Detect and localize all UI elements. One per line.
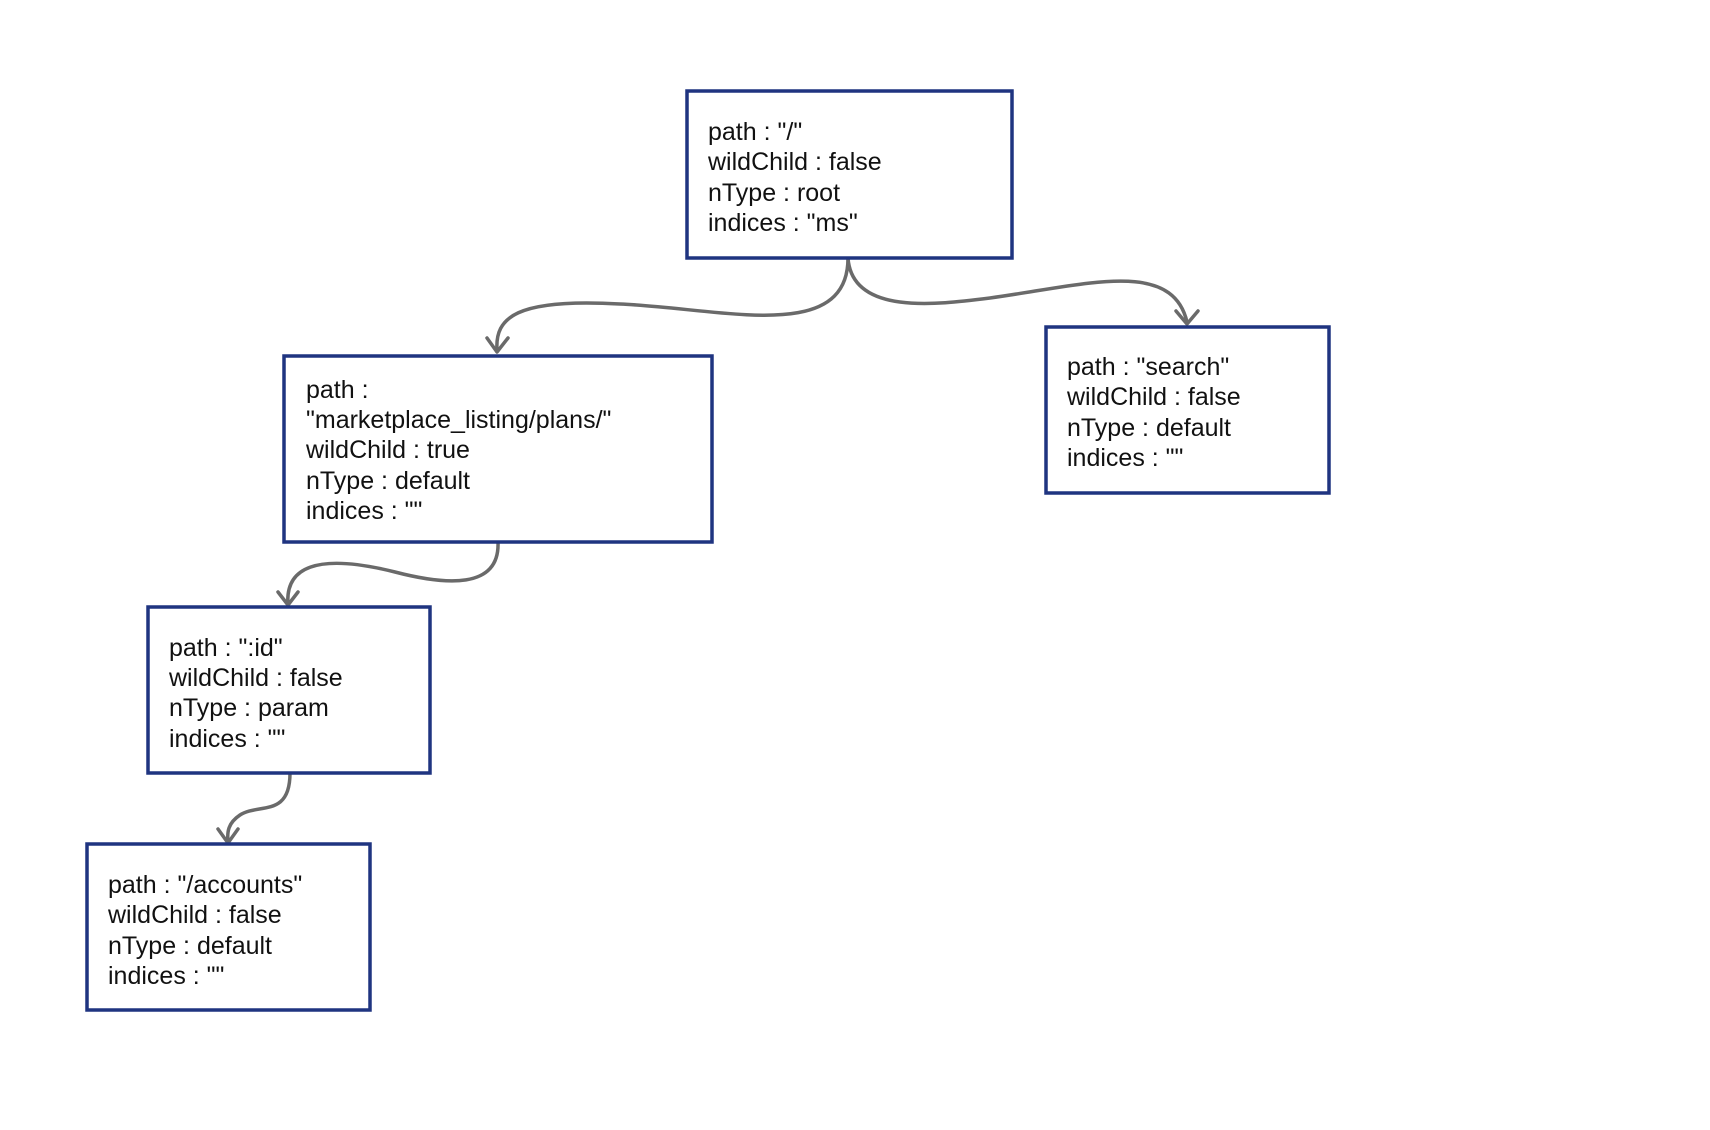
node-line: path : — [306, 376, 369, 404]
node-line: nType : param — [169, 694, 329, 722]
arrowhead — [276, 590, 300, 607]
node-marketplace-listing-plans: path : "marketplace_listing/plans/" wild… — [282, 354, 714, 544]
node-box — [85, 842, 372, 1012]
node-line: nType : root — [708, 179, 840, 207]
node-line: indices : "" — [108, 962, 224, 990]
node-box — [685, 89, 1014, 260]
node-line: wildChild : false — [107, 901, 282, 929]
arrowhead — [1174, 309, 1200, 326]
node-search: path : "search" wildChild : false nType … — [1044, 325, 1331, 495]
node-line: nType : default — [306, 467, 470, 495]
node-line: wildChild : false — [1066, 383, 1241, 411]
node-line: indices : "" — [169, 725, 285, 753]
arrowhead — [485, 336, 510, 354]
node-line: indices : "" — [306, 497, 422, 525]
node-line: wildChild : false — [707, 148, 882, 176]
node-box — [146, 605, 432, 775]
edge-root-to-search — [846, 256, 1200, 326]
node-box — [1044, 325, 1331, 495]
node-line: indices : "ms" — [708, 209, 858, 237]
node-line: nType : default — [1067, 414, 1231, 442]
node-accounts: path : "/accounts" wildChild : false nTy… — [85, 842, 372, 1012]
node-line: "marketplace_listing/plans/" — [306, 406, 611, 434]
edge-marketplace-to-id — [276, 540, 500, 607]
node-root: path : "/" wildChild : false nType : roo… — [685, 89, 1014, 260]
node-line: path : "/accounts" — [108, 871, 302, 899]
node-line: path : "search" — [1067, 353, 1229, 381]
node-box — [282, 354, 714, 544]
node-line: indices : "" — [1067, 444, 1183, 472]
node-line: nType : default — [108, 932, 272, 960]
edge-root-to-marketplace — [485, 256, 850, 354]
edge-id-to-accounts — [216, 771, 292, 845]
node-line: path : ":id" — [169, 634, 283, 662]
node-line: wildChild : true — [305, 436, 470, 464]
node-line: wildChild : false — [168, 664, 343, 692]
node-line: path : "/" — [708, 118, 802, 146]
node-id-param: path : ":id" wildChild : false nType : p… — [146, 605, 432, 775]
edges — [216, 256, 1200, 845]
